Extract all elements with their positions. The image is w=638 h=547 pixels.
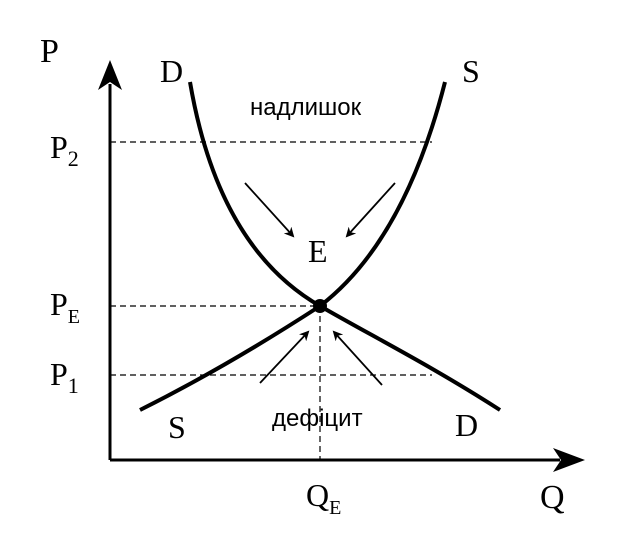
x-axis [110, 448, 585, 472]
equilibrium-point [313, 299, 327, 313]
deficit-label: дефіцит [272, 405, 363, 432]
surplus-arrow-left-icon [244, 182, 295, 238]
y-axis [98, 60, 122, 460]
surplus-arrow-right-icon [345, 182, 396, 238]
surplus-label: надлишок [250, 94, 362, 121]
equilibrium-label: E [308, 233, 328, 269]
supply-label-bottom: S [168, 409, 186, 445]
demand-label-bottom: D [455, 407, 478, 443]
x-axis-label: Q [540, 479, 565, 516]
demand-label-top: D [160, 53, 183, 89]
deficit-arrow-left-icon [259, 330, 310, 384]
x-axis-arrow-icon [553, 448, 585, 472]
p1-label: P1 [50, 356, 79, 398]
demand-curve [188, 81, 502, 412]
pe-label: PE [50, 286, 80, 328]
supply-label-top: S [462, 53, 480, 89]
y-axis-label: P [40, 33, 59, 70]
supply-curve [139, 81, 447, 412]
p2-label: P2 [50, 129, 79, 171]
y-axis-arrow-icon [98, 60, 122, 90]
deficit-arrow-right-icon [332, 330, 383, 386]
qe-label: QE [306, 477, 341, 519]
